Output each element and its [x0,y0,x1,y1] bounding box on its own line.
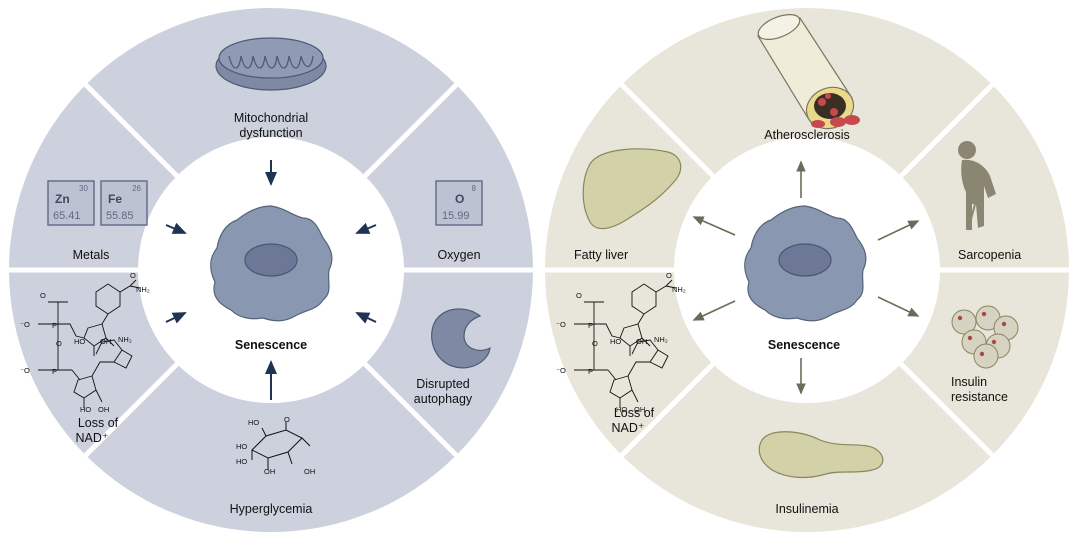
sarcopenia-label: Sarcopenia [958,248,1021,262]
left-arrows [165,160,377,400]
oxygen-label: Oxygen [437,248,480,262]
svg-text:65.41: 65.41 [53,210,81,222]
fatty-liver-label: Fatty liver [574,248,628,262]
svg-text:8: 8 [472,184,477,193]
glucose-molecule-icon [251,422,311,470]
pancreas-icon [758,431,884,479]
svg-text:NH₂: NH₂ [654,335,668,344]
svg-text:HO: HO [236,457,247,466]
mitochondrial-label-line1: Mitochondrial [234,111,308,125]
svg-text:15.99: 15.99 [442,210,470,222]
svg-text:NH₂: NH₂ [672,285,686,294]
elderly-person-icon [958,141,996,231]
svg-text:NH₂: NH₂ [136,285,150,294]
iron-element-tile: 26 Fe 55.85 [100,180,148,226]
insulinemia-label: Insulinemia [775,502,838,516]
metals-label: Metals [73,248,110,262]
insulin-resistance-label-line1: Insulin [951,375,987,389]
svg-text:HO: HO [236,442,247,451]
svg-text:OH: OH [304,467,315,476]
left-center-label: Senescence [235,338,307,352]
svg-text:OH: OH [98,405,109,414]
svg-text:⁻O: ⁻O [556,366,566,375]
svg-text:Fe: Fe [108,192,122,206]
svg-text:OH: OH [636,337,647,346]
nad-label-line2: NAD⁺ [76,431,109,445]
nad-molecule-icon-right: O NH₂ O ⁻O P O ⁻O P HO OH NH₂ HO OH [556,271,686,414]
svg-text:P: P [588,321,593,330]
oxygen-element-tile: 8 O 15.99 [435,180,483,226]
nad-label-line1: Loss of [78,416,119,430]
svg-text:O: O [666,271,672,280]
svg-text:⁻O: ⁻O [20,320,30,329]
insulin-resistance-label-line2: resistance [951,390,1008,404]
svg-text:O: O [576,291,582,300]
nad-right-label-line1: Loss of [614,406,655,420]
mitochondrial-label-line2: dysfunction [239,126,302,140]
atherosclerosis-label: Atherosclerosis [764,128,849,142]
svg-text:HO: HO [248,418,259,427]
svg-text:⁻O: ⁻O [20,366,30,375]
right-wheel: Atherosclerosis Fatty liver Sarcopenia I… [541,8,1073,532]
nad-right-label-line2: NAD⁺ [612,421,645,435]
svg-text:26: 26 [132,184,141,193]
svg-text:O: O [592,339,598,348]
svg-text:Zn: Zn [55,192,70,206]
svg-text:O: O [455,192,464,206]
svg-text:OH: OH [264,467,275,476]
svg-text:O: O [284,415,290,424]
left-wheel: Mitochondrial dysfunction 30 Zn 65.41 26… [5,8,537,532]
svg-text:P: P [588,367,593,376]
svg-text:HO: HO [610,337,621,346]
mitochondrion-icon [215,37,327,91]
autophagy-icon [431,308,491,369]
svg-text:HO: HO [80,405,91,414]
svg-text:55.85: 55.85 [106,210,134,222]
autophagy-label-line2: autophagy [414,392,473,406]
svg-text:⁻O: ⁻O [556,320,566,329]
svg-text:HO: HO [74,337,85,346]
svg-text:P: P [52,367,57,376]
svg-text:OH: OH [634,405,645,414]
right-arrows [692,160,920,395]
hyperglycemia-label: Hyperglycemia [230,502,313,516]
autophagy-label-line1: Disrupted [416,377,470,391]
svg-text:O: O [40,291,46,300]
svg-text:O: O [56,339,62,348]
svg-text:P: P [52,321,57,330]
fatty-liver-icon [582,148,682,230]
zinc-element-tile: 30 Zn 65.41 [47,180,95,226]
right-center-label: Senescence [768,338,840,352]
svg-text:HO: HO [616,405,627,414]
nad-molecule-icon: O NH₂ O ⁻O P O ⁻O P HO OH NH₂ HO OH [20,271,150,414]
svg-text:O: O [130,271,136,280]
svg-text:OH: OH [100,337,111,346]
svg-text:30: 30 [79,184,88,193]
fat-cells-icon [951,305,1019,369]
svg-text:NH₂: NH₂ [118,335,132,344]
artery-icon [757,13,860,130]
